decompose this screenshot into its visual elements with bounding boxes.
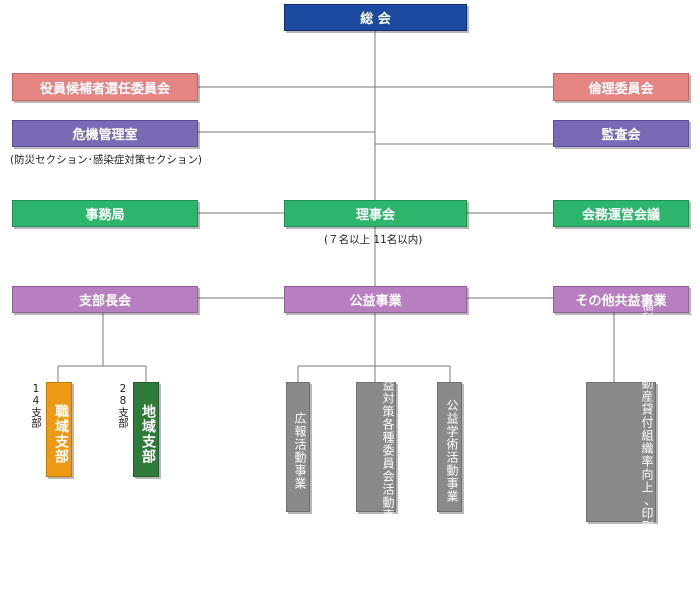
countermeasure-committee-activities-box: 公益対策各種委員会活動事業 <box>356 366 396 535</box>
branch-heads-council-box: 支部長会 <box>12 286 198 313</box>
ethics-committee-box: 倫理委員会 <box>553 73 689 101</box>
public-benefit-projects-box: 公益事業 <box>284 286 467 313</box>
pr-activities-box: 広報活動事業 <box>286 382 310 512</box>
academic-activities-box: 公益学術活動事業 <box>437 382 462 512</box>
officer-election-committee-box: 役員候補者選任委員会 <box>12 73 198 101</box>
audit-board-box: 監査会 <box>553 120 689 147</box>
connector-lines <box>57 31 615 382</box>
operations-council-box: 会務運営会議 <box>553 200 689 227</box>
board-member-count-note: (７名以上 11名以内) <box>324 234 423 246</box>
secretariat-box: 事務局 <box>12 200 198 227</box>
occupational-branches-box: 職域支部 <box>46 382 72 477</box>
crisis-management-office-box: 危機管理室 <box>12 120 198 147</box>
other-public-projects-box: その他共益事業 <box>553 286 689 313</box>
welfare-projects-box: 福利厚生､不動産貸付組織率向上､印刷物頒布等事業 <box>586 299 656 611</box>
board-of-directors-box: 理事会 <box>284 200 467 227</box>
crisis-management-note: (防災セクション･感染症対策セクション) <box>10 154 202 166</box>
regional-branches-box: 地域支部 <box>133 382 159 477</box>
occupational-branch-count: 14支部 <box>30 383 42 428</box>
general-assembly-box: 総 会 <box>284 4 467 31</box>
regional-branch-count: 28支部 <box>117 383 129 428</box>
